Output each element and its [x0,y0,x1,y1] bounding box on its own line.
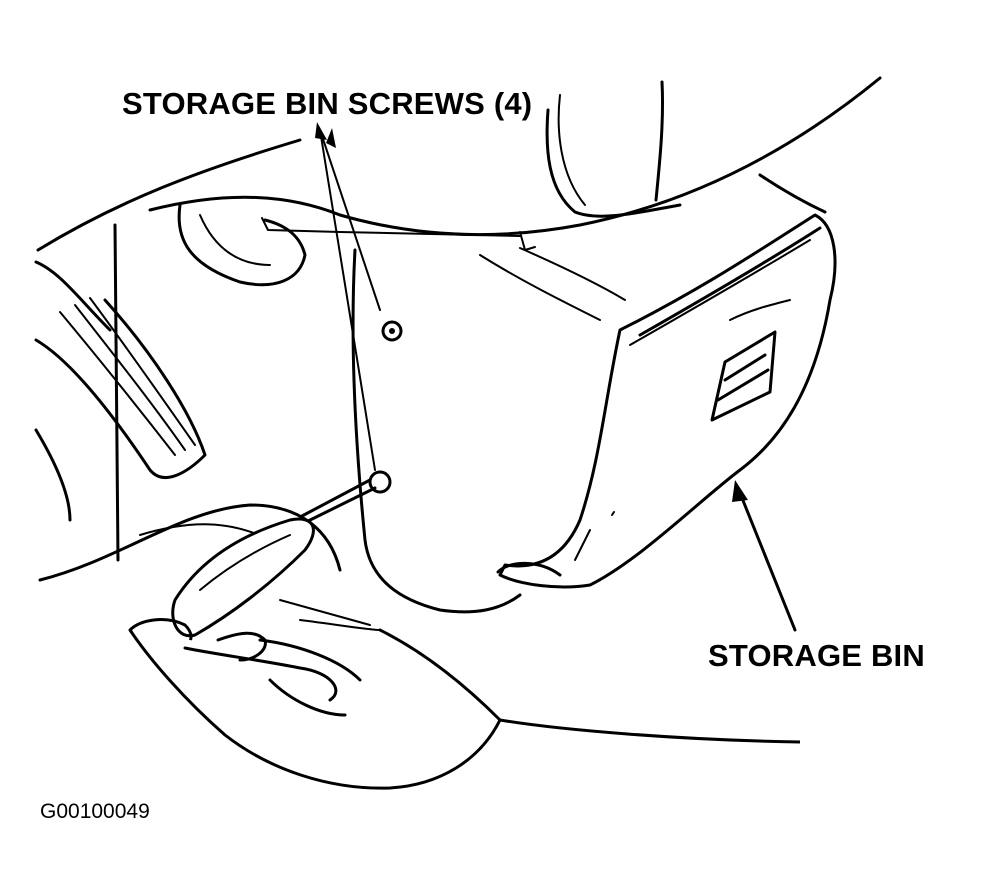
screwdriver-icon [128,478,377,650]
screw-upper-icon [381,320,403,342]
screws-leader-lines [315,122,381,471]
hand-drawing [128,599,801,790]
storage-bin-screws-label: STORAGE BIN SCREWS (4) [122,86,533,121]
storage-bin-label: STORAGE BIN [708,638,925,673]
storage-bin-drawing [496,173,837,589]
screw-lower-icon [368,470,392,494]
bin-leader-line [732,480,797,632]
kick-panel [351,247,626,614]
dashboard-recess [177,203,536,287]
screw-upper-center [389,328,395,334]
figure-id: G00100049 [40,800,150,823]
screw-markers [368,320,403,494]
